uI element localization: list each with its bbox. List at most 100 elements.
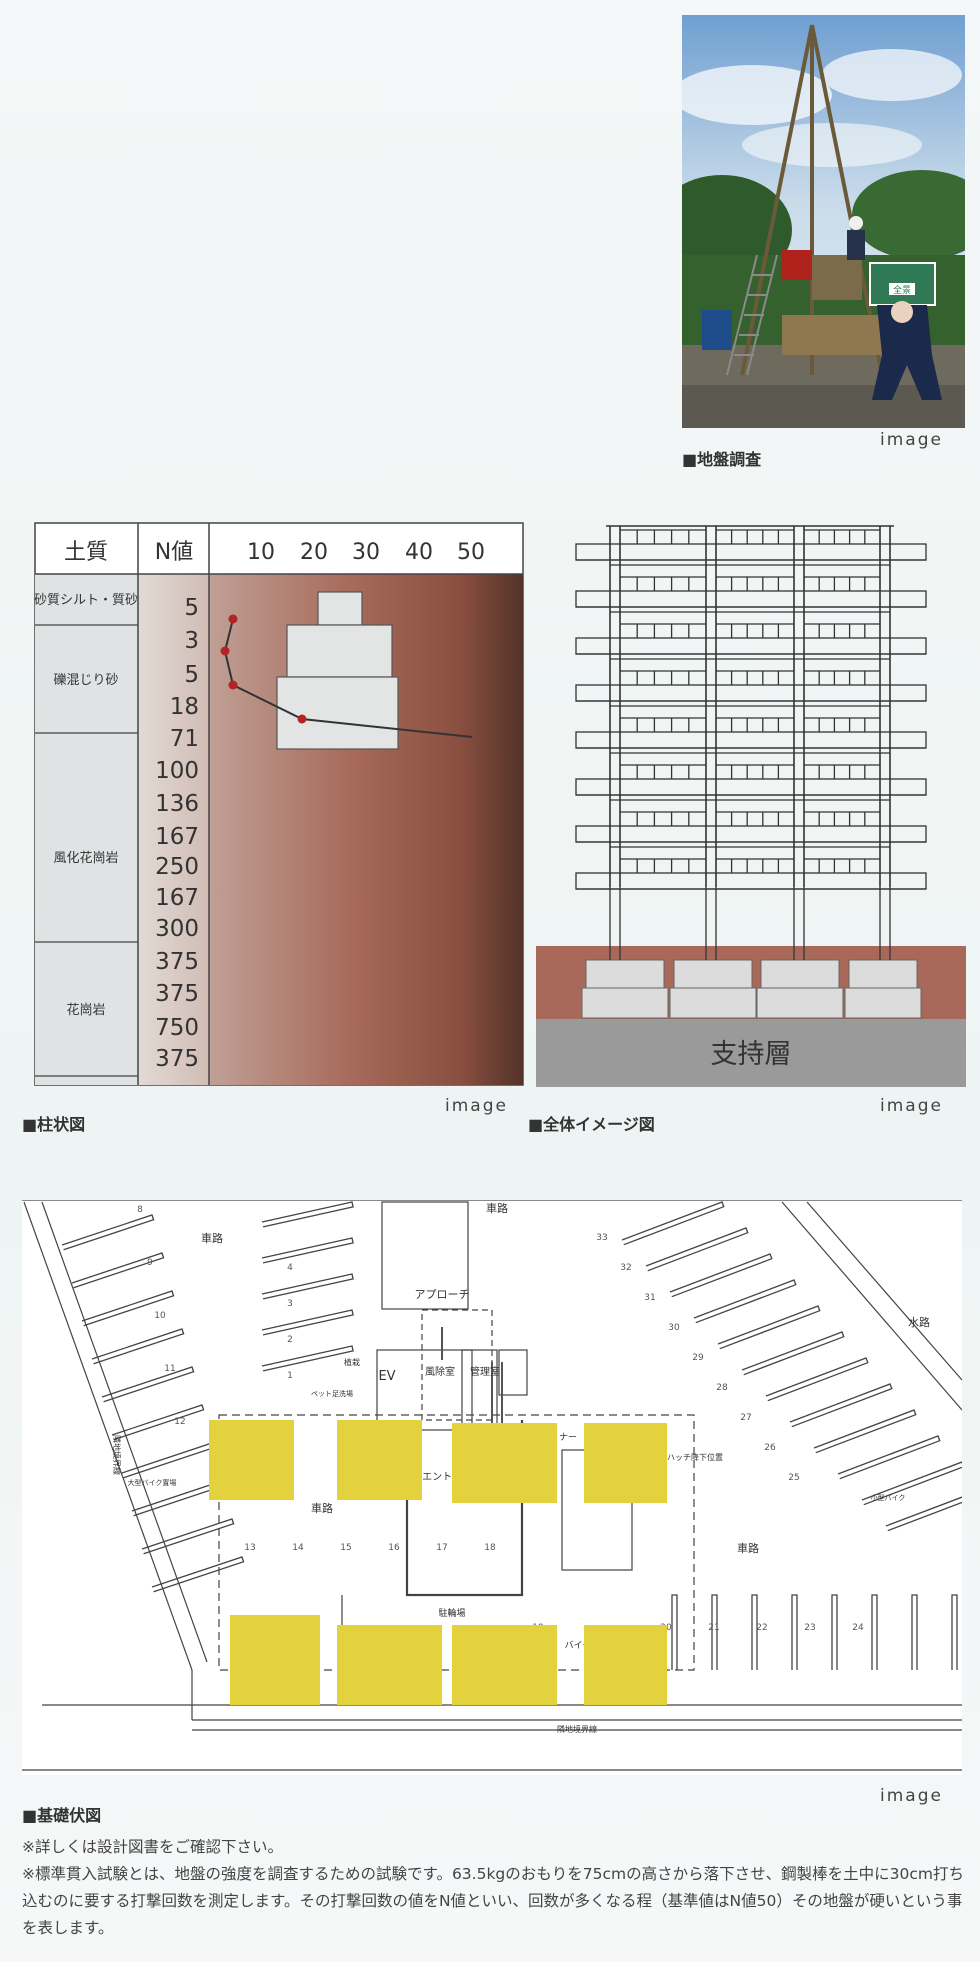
n-value: 300 (155, 916, 199, 942)
slot-number: 10 (154, 1311, 166, 1321)
pile-marker (209, 1420, 294, 1500)
note-spt-explanation: ※標準貫入試験とは、地盤の強度を調査するための試験です。63.5kgのおもりを7… (22, 1865, 964, 1937)
slot-number: 21 (708, 1623, 719, 1633)
n-value: 250 (155, 854, 199, 880)
n-value: 100 (155, 758, 199, 784)
slot-number: 13 (244, 1543, 255, 1553)
slot-number: 24 (852, 1623, 864, 1633)
plan-label: 車路 (201, 1231, 223, 1245)
plan-label: ペット足洗場 (311, 1389, 353, 1398)
slot-number: 9 (147, 1258, 153, 1268)
survey-sign-text: 全景 (893, 284, 911, 296)
plan-label: 車路 (737, 1541, 759, 1555)
plan-label: 隣地境界線 (557, 1724, 597, 1734)
slot-number: 29 (692, 1353, 704, 1363)
slot-number: 30 (668, 1323, 680, 1333)
slot-number: 23 (804, 1623, 815, 1633)
building-overview: 支持層 (536, 517, 966, 1087)
plan-label: EV (378, 1369, 395, 1384)
plan-label: 車路 (311, 1501, 333, 1515)
slot-number: 4 (287, 1263, 293, 1273)
pile-marker (337, 1625, 442, 1705)
plan-label: 避難ハッチ降下位置 (651, 1452, 723, 1462)
boring-caption: ■柱状図 (22, 1115, 86, 1134)
slot-number: 2 (287, 1335, 293, 1345)
plan-label: 駐輪場 (438, 1607, 465, 1619)
n-value: 3 (184, 628, 199, 654)
scale-tick: 20 (300, 540, 328, 565)
n-value: 375 (155, 1046, 199, 1072)
boring-log: 土質 N値 10 20 30 40 50 砂質シルト・質砂 礫混じり砂 風化花崗… (34, 522, 524, 1087)
slot-number: 3 (287, 1299, 293, 1309)
scale-tick: 40 (405, 540, 433, 565)
slot-number: 14 (292, 1543, 304, 1553)
plan-label: 植栽 (344, 1357, 360, 1367)
soil-layer-label: 花崗岩 (66, 1002, 105, 1018)
slot-number: 33 (596, 1233, 607, 1243)
slot-number: 18 (484, 1543, 496, 1553)
slot-number: 8 (137, 1205, 143, 1215)
parking-slots (61, 1201, 980, 1670)
pile-marker (452, 1423, 557, 1503)
n-value: 167 (155, 885, 199, 911)
survey-photo: 全景 (652, 15, 980, 428)
pile-marker (452, 1625, 557, 1705)
header-soil: 土質 (64, 540, 108, 565)
boring-image-tag: image (445, 1096, 508, 1116)
plan-label: 大型バイク置場 (128, 1478, 177, 1487)
header-n-value: N値 (155, 540, 193, 565)
pile-marker (230, 1615, 320, 1705)
scale-tick: 50 (457, 540, 485, 565)
survey-image-tag: image (880, 430, 943, 450)
plan-label: 風除室 (425, 1365, 455, 1378)
slot-number: 15 (340, 1543, 351, 1553)
plan-label: アプローチ (415, 1288, 470, 1301)
scale-tick: 10 (247, 540, 275, 565)
n-value: 5 (184, 662, 199, 688)
n-value: 375 (155, 949, 199, 975)
slot-number: 28 (716, 1383, 728, 1393)
note-design-docs: ※詳しくは設計図書をご確認下さい。 (22, 1838, 283, 1856)
plan-label: ナー (559, 1432, 577, 1443)
soil-layer-label: 礫混じり砂 (53, 672, 118, 688)
plan-label: 隣地境界線 (112, 1435, 122, 1475)
plan-label: 車路 (486, 1201, 508, 1215)
survey-caption: ■地盤調査 (682, 450, 762, 469)
n-value: 71 (170, 726, 199, 752)
building-floors (575, 517, 927, 890)
n-value: 375 (155, 981, 199, 1007)
slot-number: 1 (287, 1371, 293, 1381)
slot-number: 26 (764, 1443, 776, 1453)
overview-image-tag: image (880, 1096, 943, 1116)
slot-number: 31 (644, 1293, 655, 1303)
plan-image-tag: image (880, 1786, 943, 1806)
n-value: 5 (184, 595, 199, 621)
plan-label: 管理室 (470, 1365, 500, 1378)
slot-number: 11 (164, 1364, 175, 1374)
scale-tick: 30 (352, 540, 380, 565)
slot-number: 12 (174, 1417, 185, 1427)
soil-layer-label: 砂質シルト・質砂 (34, 593, 138, 608)
pile-markers (209, 1420, 667, 1705)
slot-number: 25 (788, 1473, 799, 1483)
slot-number: 27 (740, 1413, 751, 1423)
slot-number: 32 (620, 1263, 631, 1273)
n-value-markers (220, 614, 307, 724)
bearing-layer-label: 支持層 (711, 1039, 792, 1070)
slot-number: 17 (436, 1543, 447, 1553)
soil-layer-label: 風化花崗岩 (53, 850, 118, 866)
n-value: 136 (155, 791, 199, 817)
plan-caption: ■基礎伏図 (22, 1806, 102, 1825)
plan-label: 小型バイク (871, 1493, 906, 1502)
footing-blocks (276, 591, 399, 750)
n-value: 167 (155, 824, 199, 850)
slot-number: 22 (756, 1623, 767, 1633)
n-value: 750 (155, 1015, 199, 1041)
pile-marker (584, 1625, 667, 1705)
overview-caption: ■全体イメージ図 (528, 1115, 655, 1134)
n-value: 18 (170, 694, 199, 720)
pile-marker (337, 1420, 422, 1500)
plan-label: 水路 (908, 1316, 930, 1329)
foundation-plan: 車路 車路 車路 車路 水路 アプローチ EV 風除室 管理室 エントランスホー… (22, 1199, 980, 1775)
pile-marker (584, 1423, 667, 1503)
